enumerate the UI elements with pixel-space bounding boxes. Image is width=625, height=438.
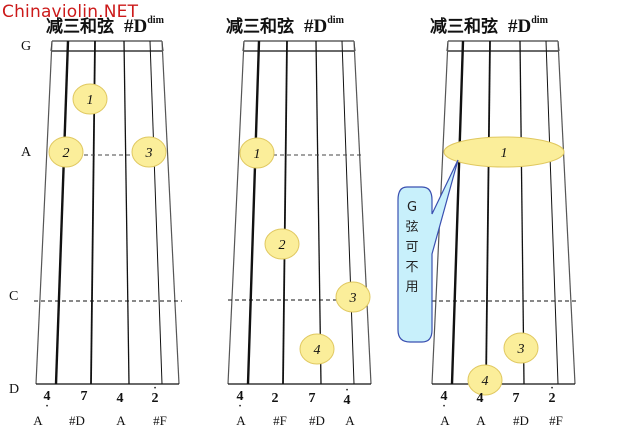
- note-name: A: [440, 413, 450, 428]
- svg-text:1: 1: [254, 147, 261, 162]
- jianpu-number: 4: [116, 391, 124, 406]
- callout-char: G: [406, 200, 418, 215]
- finger-4: 4: [467, 364, 503, 396]
- fingerboard-panel-3: 1 3 4: [397, 40, 578, 396]
- finger-2: 2: [264, 228, 300, 260]
- chord-root: #D: [124, 16, 148, 37]
- watermark: Chinaviolin.NET: [2, 2, 139, 22]
- note-name: A: [476, 413, 486, 428]
- fingerboard-panel-2: 1 2 3 4: [227, 40, 372, 385]
- chord-type-label: 减三和弦: [46, 17, 114, 37]
- callout-char: 可: [405, 240, 419, 255]
- panel-3-title: 减三和弦 #Ddim: [430, 12, 548, 38]
- jianpu-number: ·2: [548, 383, 556, 407]
- jianpu-number: 7: [512, 391, 520, 406]
- panel-1-title: 减三和弦 #Ddim: [46, 12, 164, 38]
- svg-text:1: 1: [501, 146, 508, 161]
- callout-text: G 弦 可 不 用: [398, 198, 426, 298]
- axis-label-d: D: [9, 382, 20, 397]
- chord-suffix: dim: [147, 15, 164, 27]
- fingerboard-panel-1: 1 2 3: [34, 40, 182, 385]
- finger-3: 3: [503, 332, 539, 364]
- finger-3: 3: [335, 281, 371, 313]
- svg-text:3: 3: [517, 342, 525, 357]
- jianpu-number: 4·: [236, 389, 244, 412]
- svg-text:4: 4: [314, 343, 321, 358]
- chord-suffix: dim: [327, 15, 344, 27]
- callout-char: 弦: [405, 220, 419, 235]
- chord-root: #D: [304, 16, 328, 37]
- note-name: #D: [69, 413, 85, 428]
- note-name: #D: [309, 413, 325, 428]
- callout-bubble: [397, 159, 459, 343]
- chord-suffix: dim: [531, 15, 548, 27]
- jianpu-number: 7: [80, 389, 88, 404]
- axis-label-a: A: [21, 145, 32, 160]
- jianpu-number: ·2: [151, 383, 159, 407]
- note-name: #F: [153, 413, 167, 428]
- jianpu-number: 7: [308, 391, 316, 406]
- svg-text:4: 4: [482, 374, 489, 389]
- finger-3: 3: [131, 136, 167, 168]
- jianpu-number: 4·: [440, 389, 448, 412]
- axis-label-c: C: [9, 289, 19, 304]
- axis-label-g: G: [21, 39, 32, 54]
- chord-type-label: 减三和弦: [430, 17, 498, 37]
- note-name: #F: [273, 413, 287, 428]
- svg-text:1: 1: [87, 93, 94, 108]
- callout-char: 用: [405, 280, 419, 295]
- jianpu-number: 2: [271, 391, 279, 406]
- note-name: #D: [513, 413, 529, 428]
- chord-type-label: 减三和弦: [226, 17, 294, 37]
- note-name: #F: [549, 413, 563, 428]
- svg-text:3: 3: [349, 291, 357, 306]
- finger-1-barre: 1: [443, 136, 565, 168]
- jianpu-number: 4·: [43, 389, 51, 412]
- svg-text:2: 2: [279, 238, 286, 253]
- note-name: A: [33, 413, 43, 428]
- finger-1: 1: [239, 137, 275, 169]
- note-name: A: [236, 413, 246, 428]
- jianpu-number: 4: [476, 391, 484, 406]
- note-name: A: [116, 413, 126, 428]
- finger-4: 4: [299, 333, 335, 365]
- svg-text:2: 2: [63, 146, 70, 161]
- finger-1: 1: [72, 83, 108, 115]
- finger-2: 2: [48, 136, 84, 168]
- note-name: A: [345, 413, 355, 428]
- callout-char: 不: [405, 260, 419, 275]
- svg-text:3: 3: [145, 146, 153, 161]
- panel-2-title: 减三和弦 #Ddim: [226, 12, 344, 38]
- chord-root: #D: [508, 16, 532, 37]
- jianpu-number: ·4: [343, 385, 351, 409]
